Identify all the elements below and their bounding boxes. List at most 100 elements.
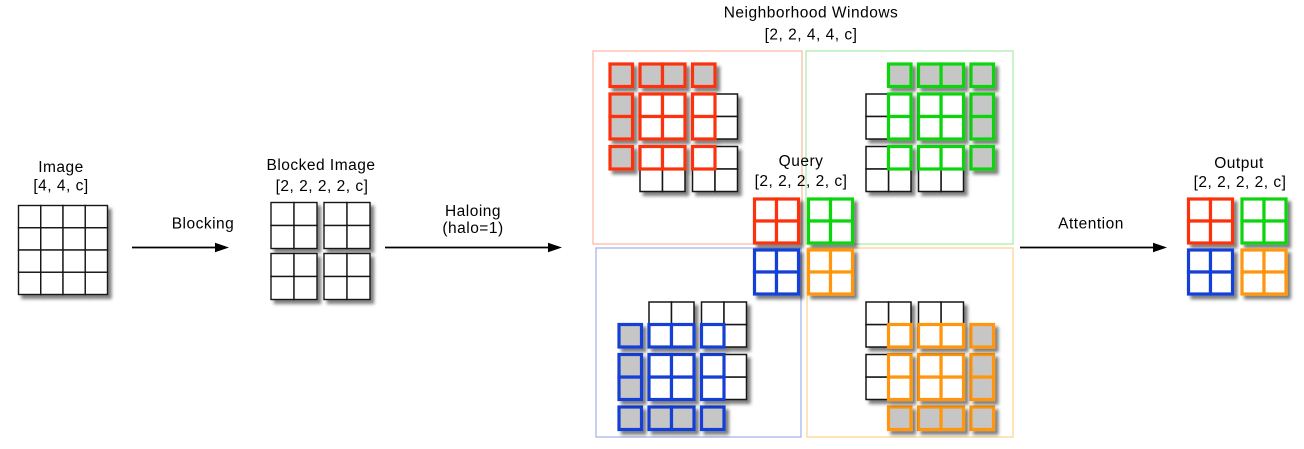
bottom-right-cell-group — [865, 301, 913, 349]
output-block-green-cell — [1240, 197, 1266, 223]
top-left-halo-cell — [608, 114, 635, 141]
query-title: Query — [779, 153, 824, 170]
query-block-green-cell — [828, 219, 855, 245]
query-block-green-cell — [806, 219, 833, 245]
query-block-orange-cell — [806, 248, 833, 274]
query-block-red — [752, 197, 801, 245]
bottom-right-window-cell — [886, 322, 913, 349]
image-grid-cell — [17, 271, 42, 296]
blocking-arrowhead-icon — [215, 242, 229, 253]
blocked-image-block-3-cell — [346, 252, 371, 278]
bottom-left-cell-group — [617, 405, 644, 432]
blocked-image-block-0-cell — [293, 201, 318, 227]
output-block-blue-cell — [1208, 248, 1235, 274]
output-block-green-cell — [1262, 197, 1288, 223]
top-right-halo-cell — [969, 114, 996, 141]
top-left-window-cell — [690, 114, 717, 141]
blocked-image-block-2-cell — [293, 252, 318, 278]
attention-arrow-label: Attention — [1058, 216, 1124, 233]
output-block-orange-cell — [1240, 248, 1266, 274]
blocked-image-block-0-cell — [270, 201, 295, 227]
blocked-image-shape: [2, 2, 2, 2, c] — [276, 178, 369, 195]
query-block-red-cell — [774, 219, 801, 245]
output-block-orange — [1240, 248, 1288, 296]
top-right-window-cell — [939, 92, 966, 119]
output-block-orange-cell — [1240, 270, 1266, 296]
output-block-blue — [1186, 248, 1235, 296]
image-title: Image — [38, 159, 84, 176]
bottom-right-context-cell — [917, 301, 942, 326]
window-frame-bottom-right — [806, 247, 1014, 438]
top-right-context-cell — [917, 168, 942, 193]
image-grid-cell — [84, 227, 109, 251]
window-frames-layer — [592, 50, 1014, 438]
query-block-blue-cell — [774, 270, 801, 296]
image-shape: [4, 4, c] — [33, 178, 88, 195]
output-block-blue-cell — [1208, 270, 1235, 296]
bottom-left-context-cell — [723, 323, 748, 348]
output-block-green-cell — [1240, 219, 1266, 245]
bottom-right-halo-cell — [939, 405, 966, 432]
top-left-context-cell — [661, 168, 686, 193]
top-left-window-cell — [660, 144, 687, 171]
top-left-halo-cell — [660, 62, 687, 89]
bottom-left-cell-group — [617, 322, 644, 349]
bottom-right-context-cell — [940, 301, 965, 326]
top-right-context-cell — [865, 93, 890, 118]
image-grid-cell — [62, 204, 86, 229]
bottom-left-window-cell — [647, 375, 674, 402]
image-grid-cell — [17, 204, 42, 229]
blocked-image-block-3 — [323, 252, 371, 301]
bottom-left-window-cell — [699, 375, 726, 402]
bottom-right-cell-group — [916, 301, 966, 349]
blocked-image-block-0 — [270, 201, 318, 250]
blocked-image-block-1-cell — [323, 201, 348, 227]
query-block-green — [806, 197, 855, 245]
bottom-left-cell-group — [647, 352, 696, 402]
query-block-orange-cell — [828, 270, 855, 296]
blocked-image-block-0-cell — [270, 224, 295, 250]
top-left-context-cell — [691, 168, 716, 193]
query-block-blue-cell — [752, 270, 779, 296]
bottom-right-cell-group — [916, 352, 966, 402]
top-left-halo-cell — [608, 62, 635, 89]
bottom-left-context-cell — [700, 301, 725, 326]
top-left-cell-group — [638, 92, 687, 141]
query-block-orange — [806, 248, 855, 296]
blocked-image-block-1-cell — [346, 201, 371, 227]
bottom-left-window-cell — [699, 322, 726, 349]
top-left-cell-group — [608, 92, 635, 141]
output-block-blue-cell — [1186, 270, 1213, 296]
attention-arrowhead-icon — [1153, 242, 1167, 253]
top-left-cell-group — [690, 92, 739, 141]
top-right-halo-cell — [969, 144, 996, 171]
bottom-right-cell-group — [969, 352, 996, 402]
blocked-image-block-2 — [270, 252, 318, 301]
bottom-left-halo-cell — [617, 322, 644, 349]
bottom-right-halo-cell — [969, 375, 996, 402]
image-grid-cell — [62, 271, 86, 296]
top-right-context-cell — [887, 168, 912, 193]
top-left-cell-group — [608, 62, 635, 89]
bottom-right-window-cell — [886, 352, 913, 379]
image-grid-cell — [62, 227, 86, 251]
bottom-left-cell-group — [699, 405, 726, 432]
top-left-cell-group — [690, 144, 739, 193]
top-right-cell-group — [865, 92, 913, 141]
image-grid-cell — [84, 249, 109, 273]
window-frame-top-right — [805, 50, 1014, 245]
blocked-image-block-3-cell — [323, 275, 348, 301]
top-left-cell-group — [638, 144, 687, 193]
bottom-left-cell-group — [699, 352, 748, 402]
bottom-right-cell-group — [969, 405, 996, 432]
top-left-halo-cell — [690, 62, 717, 89]
bottom-right-cell-group — [865, 352, 913, 402]
top-right-cell-group — [916, 92, 966, 141]
top-left-context-cell — [639, 168, 664, 193]
top-right-halo-cell — [969, 92, 996, 119]
output-block-green — [1240, 197, 1288, 245]
top-right-window-cell — [916, 144, 943, 171]
top-right-window-cell — [886, 144, 913, 171]
bottom-right-halo-cell — [886, 405, 913, 432]
